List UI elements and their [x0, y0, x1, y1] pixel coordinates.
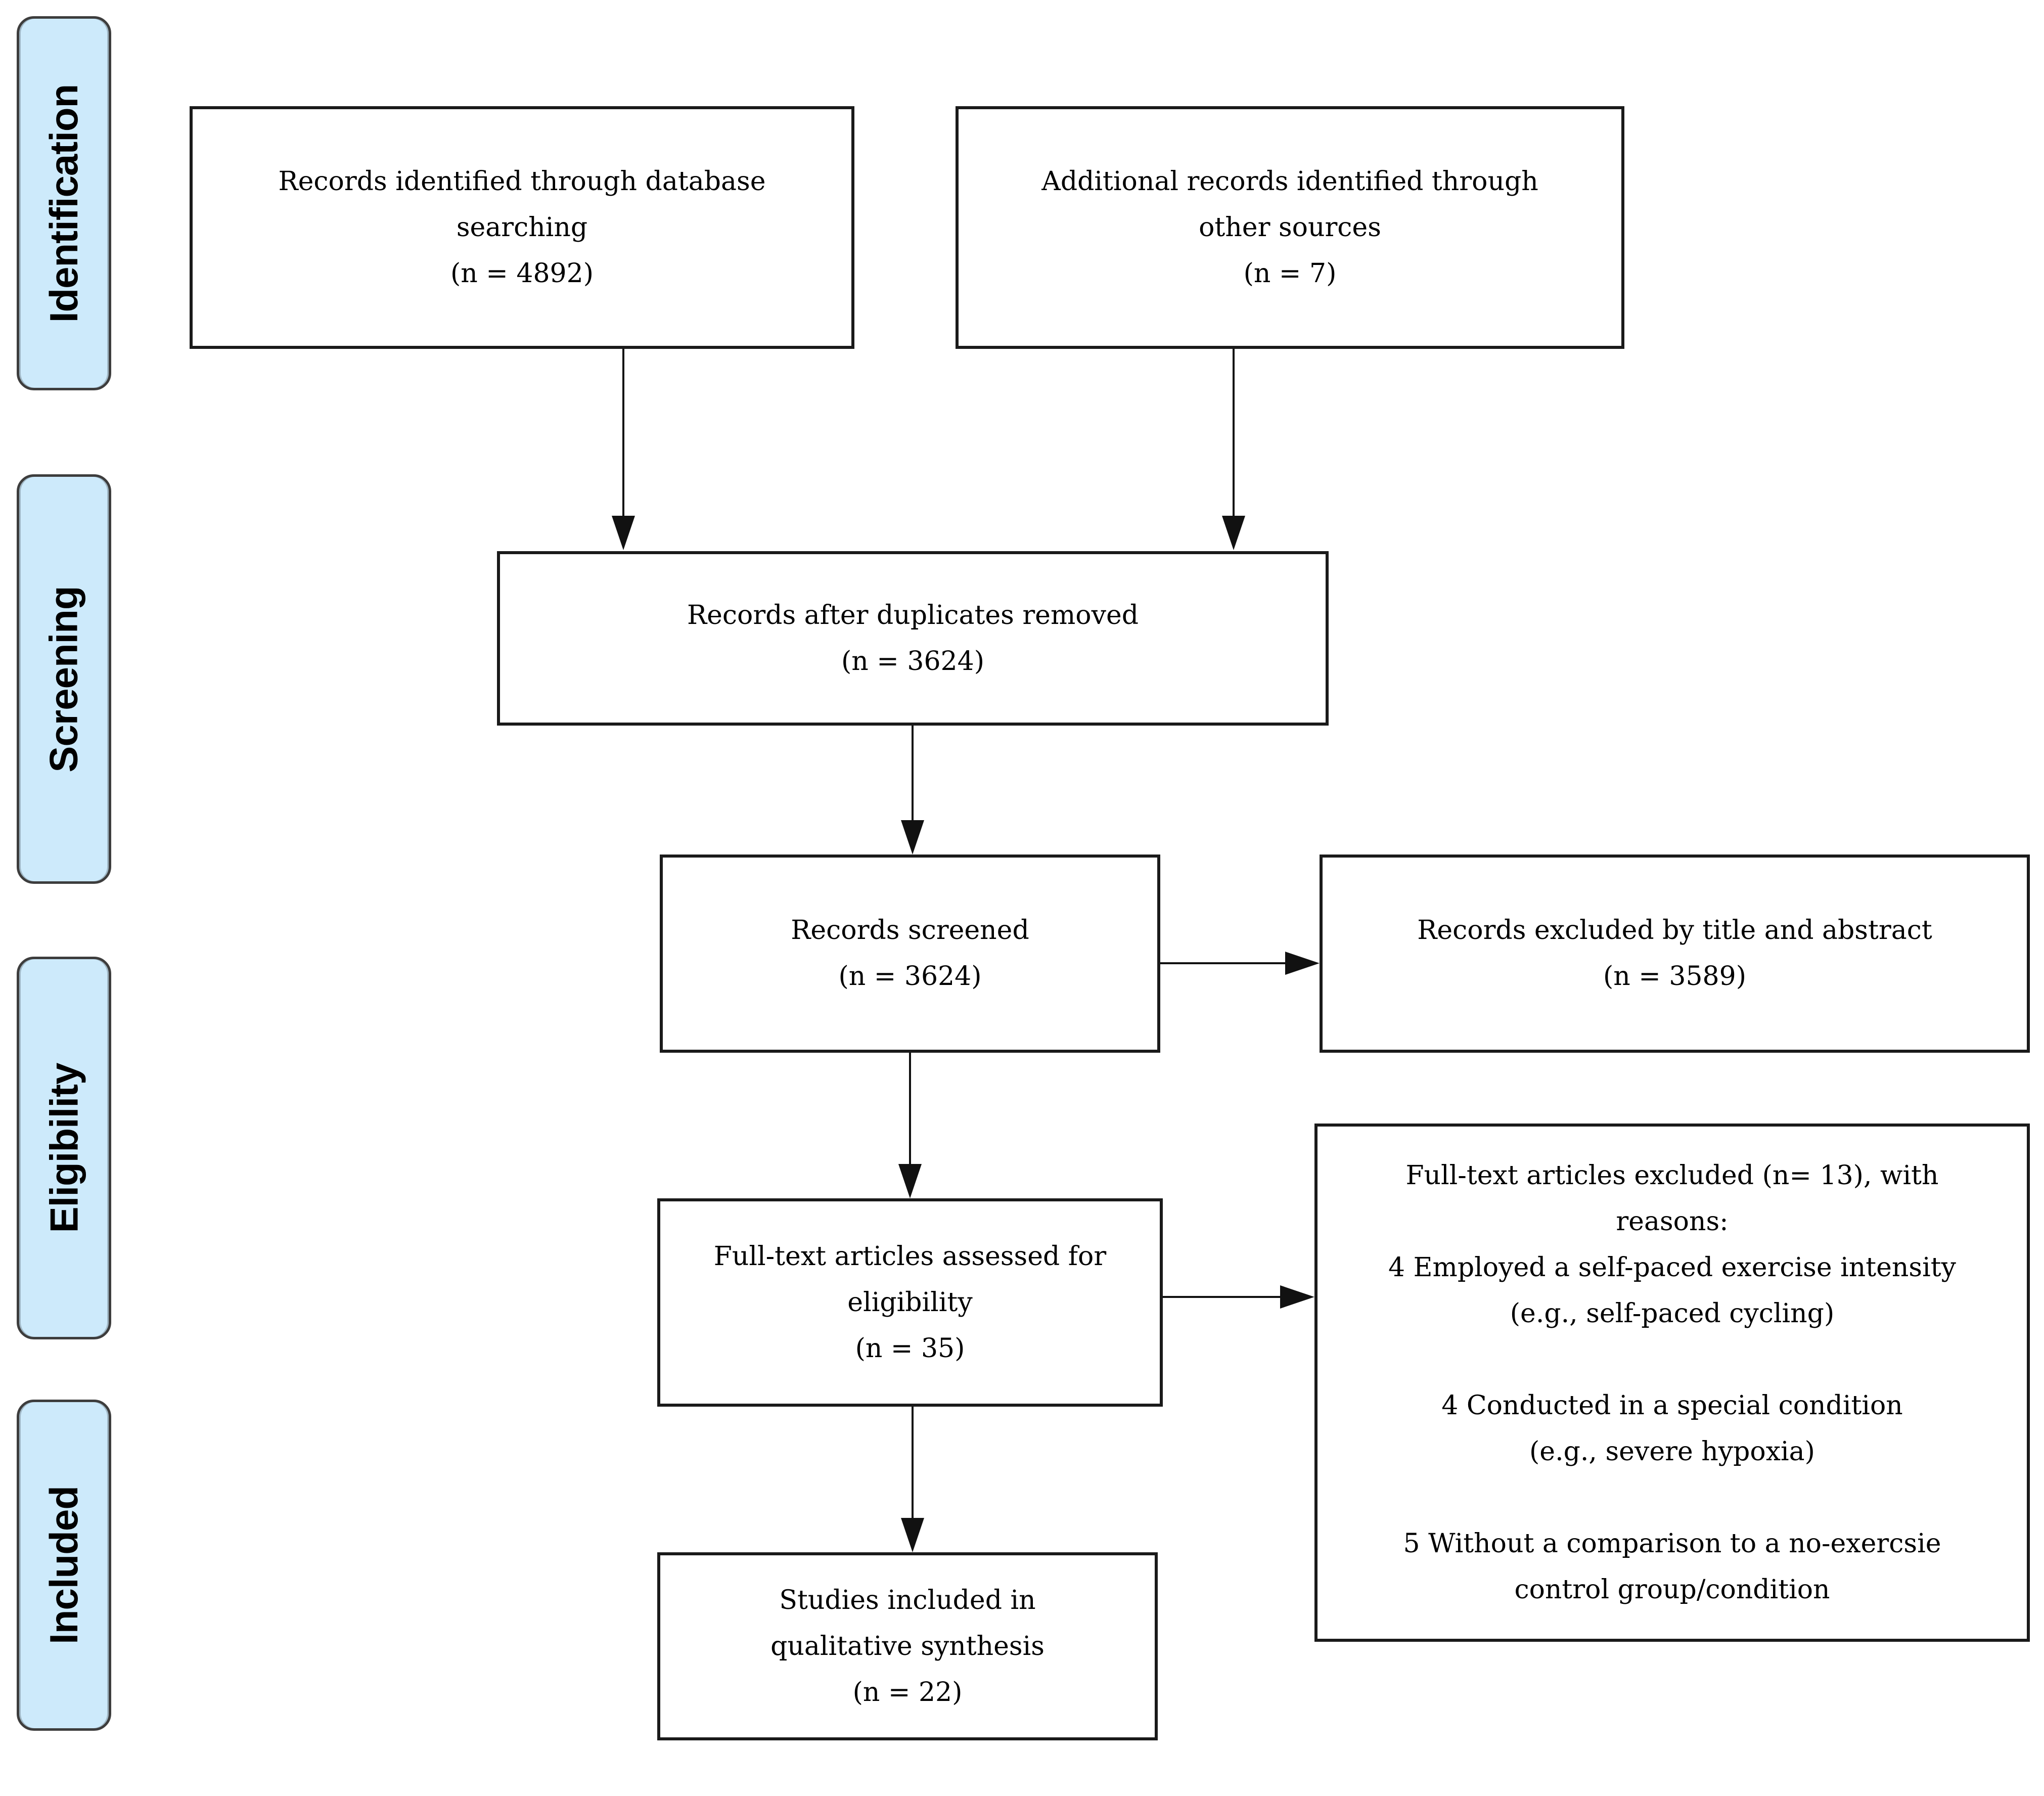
text-line	[1333, 1475, 2012, 1521]
arrow-identified-to-deduplicated-head	[612, 516, 635, 550]
text-line: (n = 3624)	[838, 961, 982, 992]
stage-screening-label: Screening	[41, 586, 86, 773]
arrow-screened-to-fulltext-head	[898, 1164, 922, 1198]
arrow-screened-to-excluded-head	[1285, 952, 1320, 975]
box-records-identified: Records identified through database searc…	[190, 106, 854, 349]
arrow-identified-to-deduplicated-line	[622, 349, 624, 519]
text-line: Studies included in	[779, 1585, 1036, 1615]
text-line: Records screened	[791, 915, 1029, 946]
text-line: 4 Conducted in a special condition	[1441, 1390, 1903, 1421]
text-line: qualitative synthesis	[770, 1631, 1044, 1662]
text-line: Records excluded by title and abstract	[1417, 915, 1932, 946]
box-records-screened: Records screened (n = 3624)	[660, 855, 1160, 1053]
stage-identification: Identification	[17, 16, 111, 390]
text-line: other sources	[1199, 212, 1381, 243]
text-line: (e.g., severe hypoxia)	[1529, 1436, 1815, 1467]
text-line: 5 Without a comparison to a no-exercsie	[1403, 1528, 1941, 1559]
arrow-fulltext-to-excluded-line	[1163, 1296, 1282, 1298]
text-line: 4 Employed a self-paced exercise intensi…	[1388, 1252, 1956, 1283]
text-line: Additional records identified through	[1041, 166, 1538, 197]
arrow-fulltext-to-included-head	[901, 1518, 924, 1552]
arrow-deduplicated-to-screened-line	[912, 726, 914, 822]
arrow-additional-to-deduplicated-line	[1233, 349, 1235, 519]
box-fulltext-excluded: Full-text articles excluded (n= 13), wit…	[1314, 1124, 2030, 1642]
box-fulltext-assessed: Full-text articles assessed for eligibili…	[657, 1198, 1163, 1407]
text-line: Full-text articles excluded (n= 13), wit…	[1405, 1160, 1939, 1191]
arrow-screened-to-excluded-line	[1160, 962, 1287, 964]
stage-included-label: Included	[41, 1486, 86, 1644]
text-line: (n = 22)	[852, 1677, 963, 1708]
text-line: control group/condition	[1514, 1574, 1830, 1605]
box-additional-records: Additional records identified through oth…	[956, 106, 1624, 349]
text-line: eligibility	[847, 1287, 973, 1318]
text-line: reasons:	[1616, 1206, 1729, 1237]
text-line: (n = 4892)	[450, 258, 594, 289]
text-line: searching	[456, 212, 588, 243]
text-line: (n = 3589)	[1603, 961, 1747, 992]
text-line: Full-text articles assessed for	[713, 1241, 1107, 1272]
arrow-screened-to-fulltext-line	[909, 1053, 911, 1165]
box-studies-included: Studies included in qualitative synthesis…	[657, 1552, 1158, 1740]
stage-screening: Screening	[17, 474, 111, 884]
text-line	[1333, 1337, 2012, 1383]
text-line: (n = 3624)	[841, 646, 985, 677]
text-line: (n = 7)	[1243, 258, 1337, 289]
text-line: (n = 35)	[855, 1333, 965, 1364]
arrow-additional-to-deduplicated-head	[1222, 516, 1245, 550]
stage-included: Included	[17, 1400, 111, 1731]
text-line: Records identified through database	[278, 166, 766, 197]
box-records-excluded: Records excluded by title and abstract (n…	[1320, 855, 2030, 1053]
box-duplicates-removed: Records after duplicates removed (n = 362…	[497, 551, 1329, 726]
arrow-fulltext-to-included-line	[912, 1407, 914, 1519]
arrow-fulltext-to-excluded-head	[1280, 1285, 1314, 1309]
arrow-deduplicated-to-screened-head	[901, 820, 924, 855]
stage-identification-label: Identification	[41, 84, 86, 323]
stage-eligibility: Eligibility	[17, 957, 111, 1339]
text-line: Records after duplicates removed	[687, 600, 1139, 631]
stage-eligibility-label: Eligibility	[41, 1063, 86, 1233]
text-line: (e.g., self-paced cycling)	[1510, 1298, 1835, 1329]
